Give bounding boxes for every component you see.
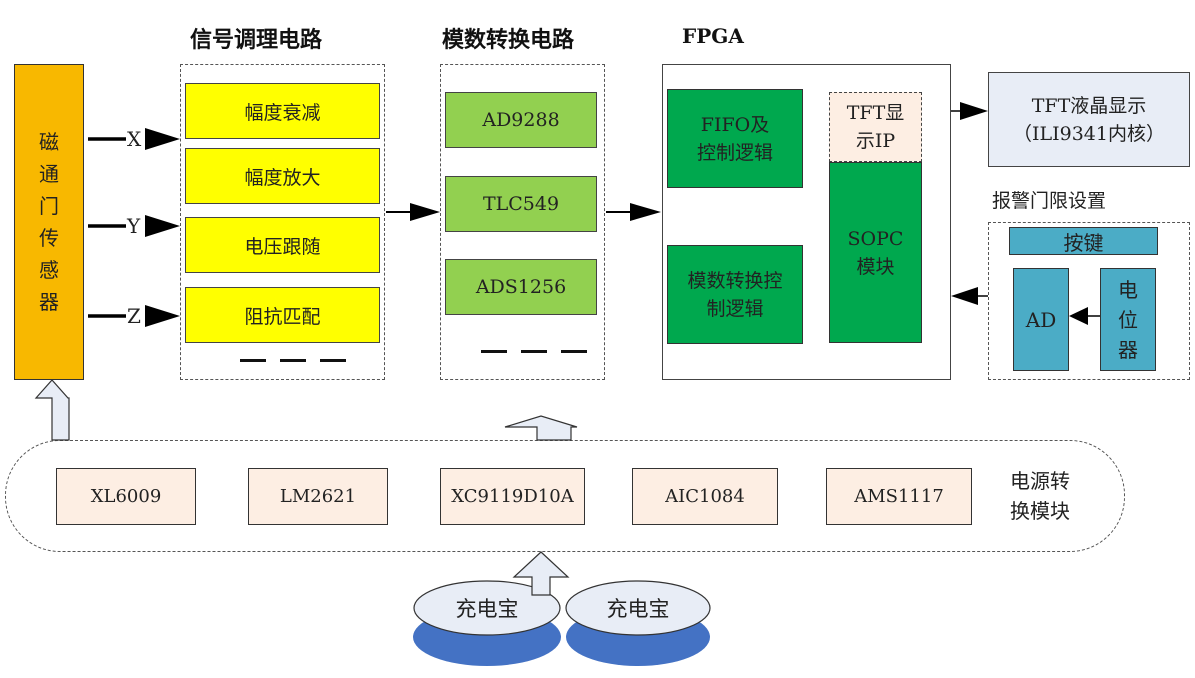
adc-container (440, 64, 605, 380)
alarm-threshold-title: 报警门限设置 (992, 190, 1107, 212)
amplitude-attenuation-block[interactable]: 幅度衰减 (185, 83, 380, 139)
potentiometer-block[interactable]: 电 位 器 (1100, 268, 1156, 371)
sensor-char: 门 (39, 194, 59, 218)
sopc-module-block[interactable]: SOPC 模块 (829, 162, 922, 343)
sensor-char: 器 (39, 290, 59, 314)
fpga-title: FPGA (682, 24, 744, 48)
arrowhead-x (145, 128, 180, 150)
power-chip-lm2621[interactable]: LM2621 (248, 468, 388, 525)
arrowhead-pot-to-ad (1069, 307, 1088, 325)
key-button-block[interactable]: 按键 (1009, 227, 1158, 255)
adc-ctrl-line2: 制逻辑 (706, 297, 764, 320)
sensor-char: 感 (39, 258, 59, 282)
impedance-matching-block[interactable]: 阻抗匹配 (185, 287, 380, 343)
conditioning-more-indicator (240, 359, 346, 362)
sensor-char: 传 (39, 226, 59, 250)
adc-more-indicator (481, 350, 587, 353)
tft-line1: TFT液晶显示 (1031, 94, 1147, 117)
tft-line2: （ILI9341内核） (1013, 122, 1165, 145)
adc-ctrl-line1: 模数转换控 (687, 269, 783, 292)
tft-display-ip-block[interactable]: TFT显 示IP (829, 92, 922, 162)
power-label-line1: 电源转 (1010, 469, 1070, 493)
sensor-char: 磁 (39, 130, 59, 154)
ad-block[interactable]: AD (1013, 268, 1069, 371)
arrowhead-adc-to-fpga (630, 203, 661, 221)
power-to-circuits-arrow (504, 415, 578, 441)
potentiometer-char: 器 (1118, 337, 1138, 362)
power-chip-xl6009[interactable]: XL6009 (56, 468, 196, 525)
tft-ip-line2: 示IP (855, 130, 896, 152)
signal-conditioning-title: 信号调理电路 (190, 28, 323, 53)
fifo-control-logic-block[interactable]: FIFO及 控制逻辑 (667, 89, 803, 188)
axis-label-x: X (127, 127, 142, 151)
sopc-line2: 模块 (856, 255, 895, 278)
axis-label-y: Y (127, 214, 141, 238)
tft-ip-line1: TFT显 (846, 102, 905, 124)
arrowhead-z (145, 305, 180, 327)
arrowhead-conditioning-to-adc (410, 203, 440, 221)
arrowhead-alarm-to-fpga (951, 287, 978, 305)
battery-top-1[interactable] (413, 580, 561, 636)
arrowhead-y (145, 215, 180, 237)
fifo-line2: 控制逻辑 (696, 141, 773, 164)
amplitude-amplification-block[interactable]: 幅度放大 (185, 148, 380, 204)
fluxgate-sensor-block[interactable]: 磁 通 门 传 感 器 (14, 64, 84, 380)
signal-conditioning-container (180, 64, 385, 380)
voltage-follower-block[interactable]: 电压跟随 (185, 217, 380, 273)
adc-chip-ads1256[interactable]: ADS1256 (445, 259, 597, 315)
tft-lcd-display-block[interactable]: TFT液晶显示 （ILI9341内核） (988, 72, 1190, 167)
battery-label-1: 充电宝 (455, 597, 519, 621)
potentiometer-char: 位 (1118, 307, 1138, 332)
battery-top-2[interactable] (565, 580, 711, 636)
fpga-container (662, 64, 951, 380)
battery-to-power-arrow (512, 551, 570, 596)
sensor-char: 通 (39, 162, 59, 186)
battery-label-2: 充电宝 (606, 597, 670, 621)
fifo-line1: FIFO及 (700, 113, 770, 136)
power-conversion-label: 电源转 换模块 (1000, 466, 1080, 526)
power-to-sensor-arrow (34, 379, 70, 441)
potentiometer-char: 电 (1118, 277, 1138, 302)
power-chip-aic1084[interactable]: AIC1084 (632, 468, 778, 525)
alarm-threshold-container (988, 222, 1190, 380)
adc-title: 模数转换电路 (442, 28, 575, 53)
adc-chip-ad9288[interactable]: AD9288 (445, 92, 597, 148)
power-chip-xc9119d10a[interactable]: XC9119D10A (440, 468, 585, 525)
adc-control-logic-block[interactable]: 模数转换控 制逻辑 (667, 245, 803, 344)
sopc-line1: SOPC (847, 227, 904, 250)
power-chip-ams1117[interactable]: AMS1117 (826, 468, 972, 525)
arrowhead-fpga-to-tft (960, 102, 988, 120)
power-label-line2: 换模块 (1010, 499, 1070, 523)
adc-chip-tlc549[interactable]: TLC549 (445, 176, 597, 232)
axis-label-z: Z (127, 304, 141, 328)
